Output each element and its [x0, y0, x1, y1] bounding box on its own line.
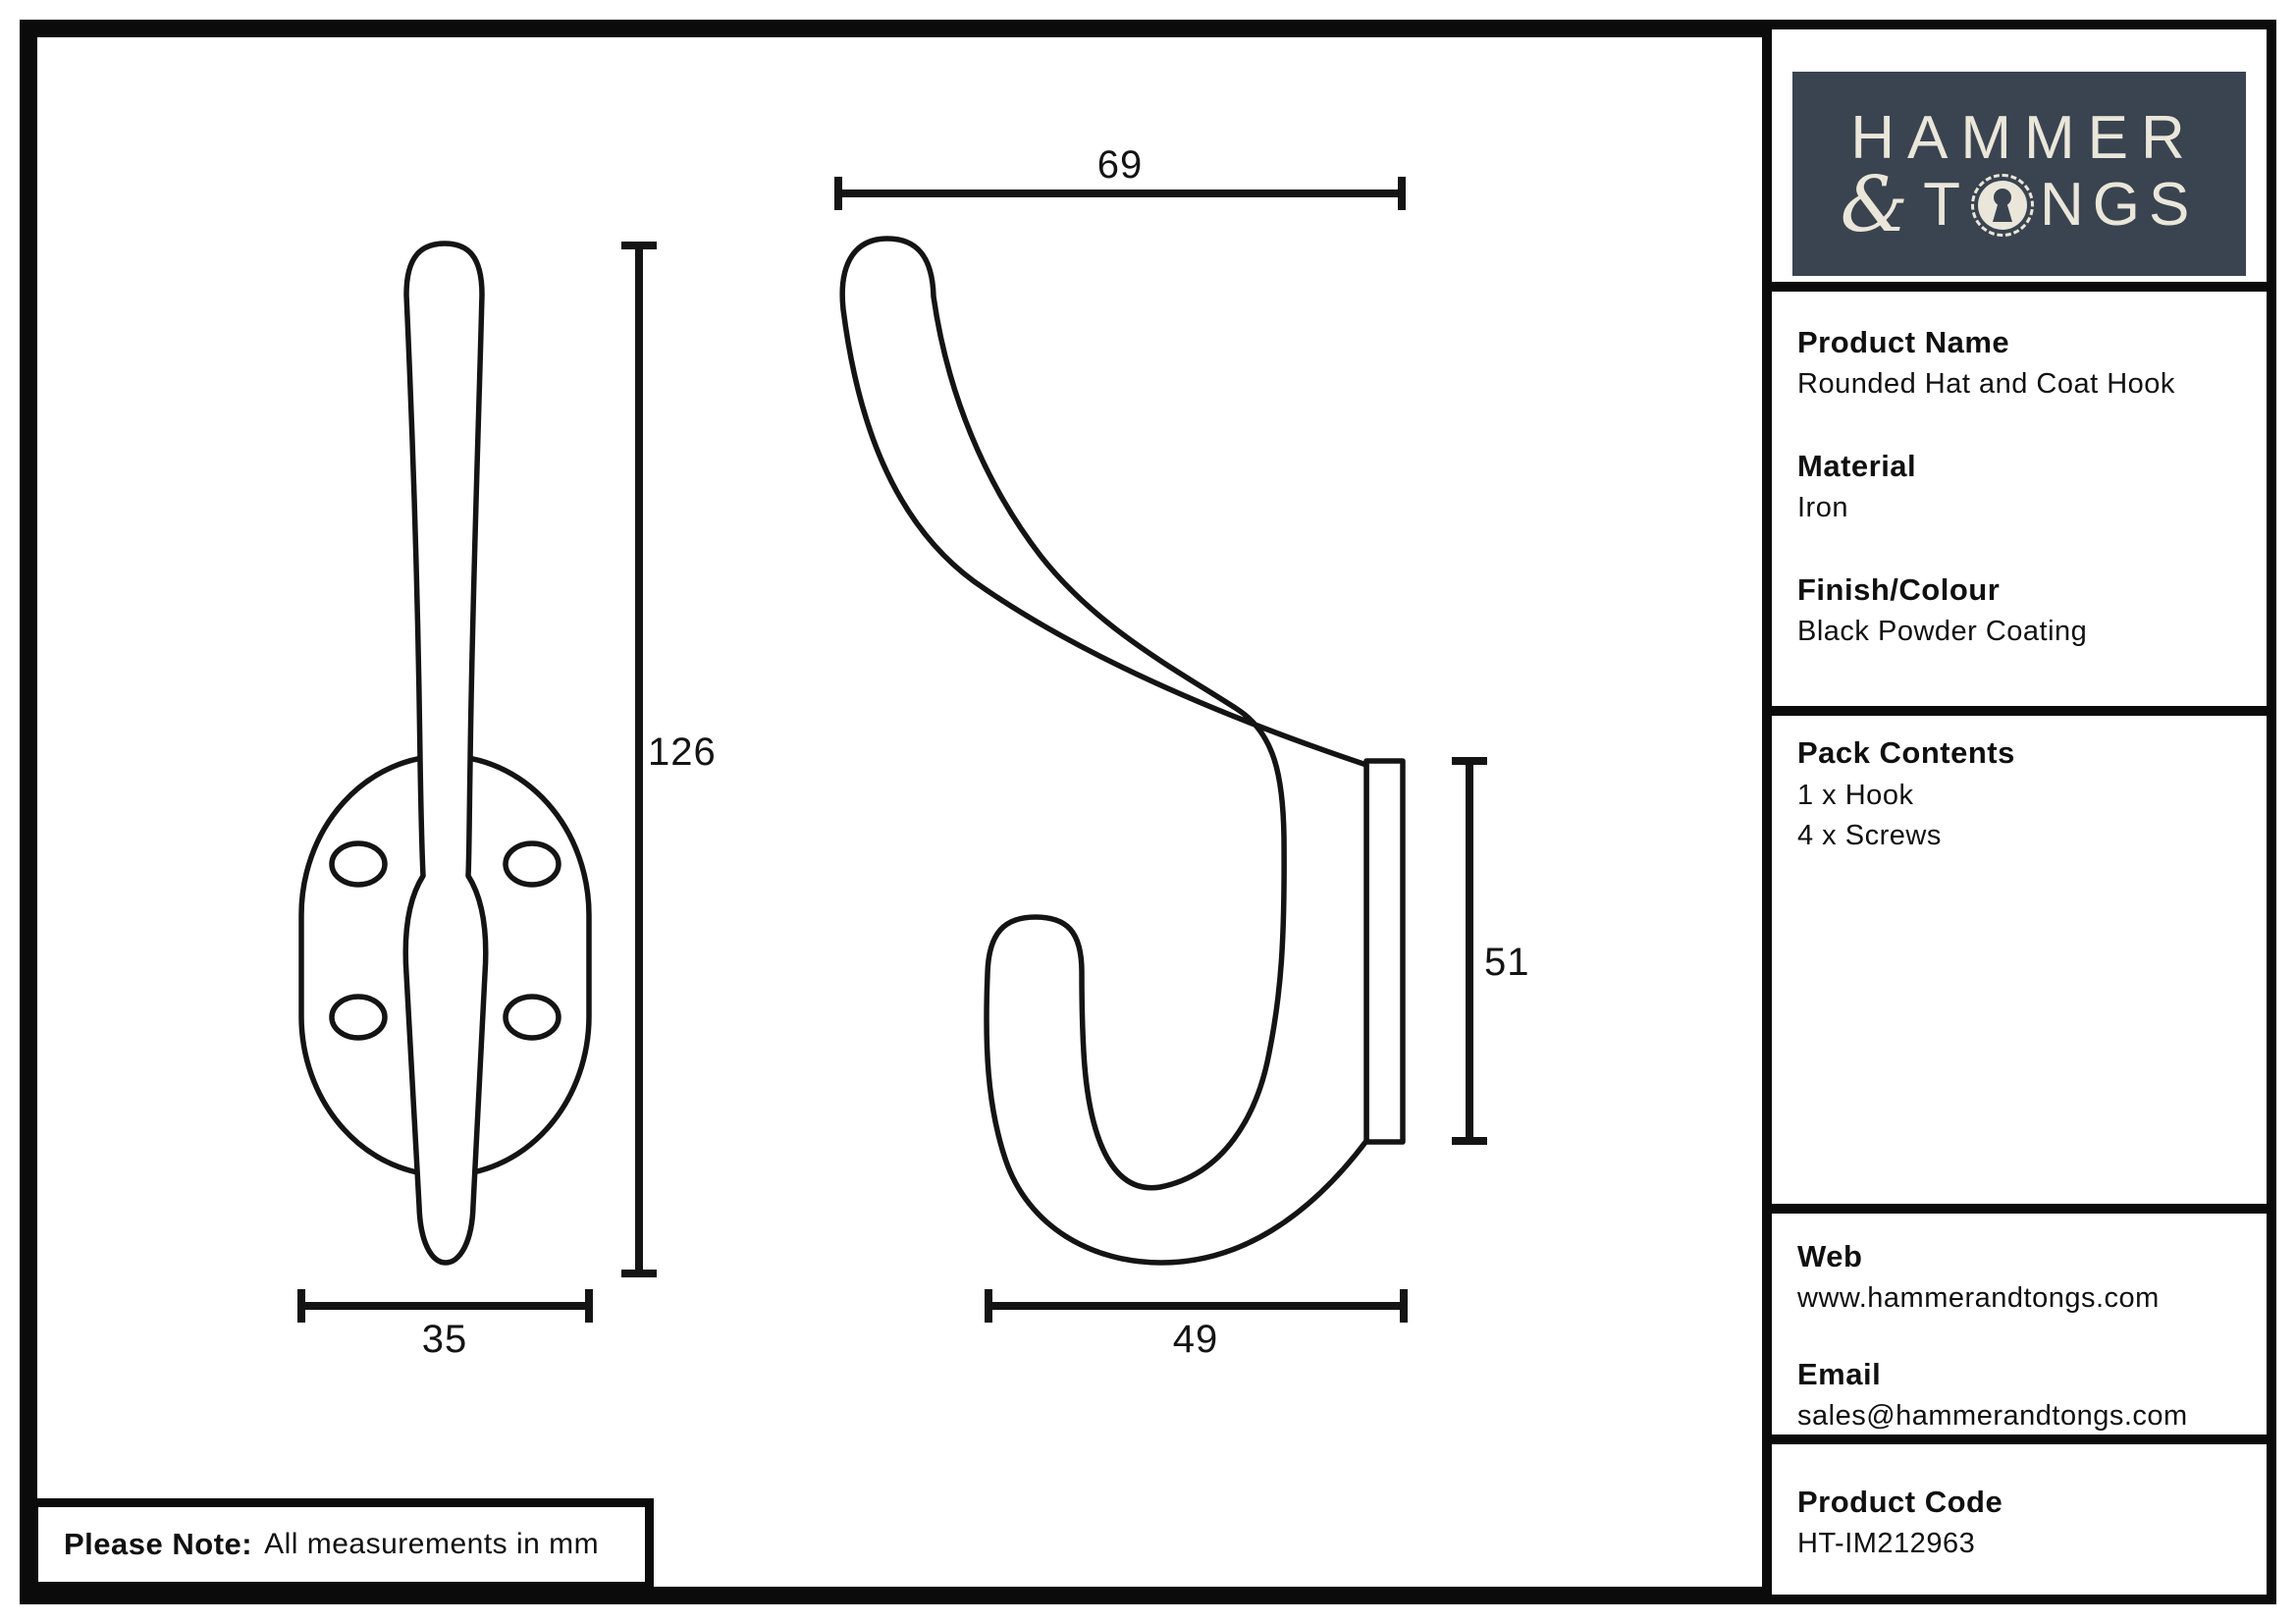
web-label: Web: [1797, 1239, 1863, 1273]
logo-box: HAMMER & T NGS: [1762, 20, 2276, 292]
logo-ngs: NGS: [2039, 171, 2199, 239]
logo-word-hammer: HAMMER: [1850, 104, 2198, 172]
side-view: [839, 236, 1406, 1266]
product-code-label: Product Code: [1797, 1485, 2003, 1519]
keyhole-icon: [1970, 174, 2034, 237]
screw-hole-top-right: [503, 840, 561, 888]
logo-t: T: [1923, 171, 1969, 239]
contact-box: Web www.hammerandtongs.com Email sales@h…: [1762, 1204, 2276, 1444]
dim-label-hook-depth: 49: [1172, 1318, 1219, 1361]
keyhole-stem: [1992, 200, 2012, 222]
finish-label: Finish/Colour: [1797, 572, 2001, 607]
dim-label-side-depth: 69: [1096, 143, 1144, 187]
pack-item-screws: 4 x Screws: [1797, 820, 1942, 851]
side-wallplate: [1363, 758, 1406, 1145]
keyhole-hole: [1993, 189, 2011, 206]
screw-hole-bottom-left: [329, 994, 388, 1041]
product-name-value: Rounded Hat and Coat Hook: [1797, 368, 2175, 400]
screw-hole-bottom-right: [503, 994, 561, 1041]
dim-line-49: [985, 1289, 1408, 1323]
dim-label-plate-height: 51: [1484, 941, 1530, 984]
product-code-box: Product Code HT-IM212963: [1762, 1435, 2276, 1604]
product-code-value: HT-IM212963: [1797, 1528, 1976, 1559]
pack-contents-box: Pack Contents 1 x Hook 4 x Screws: [1762, 706, 2276, 1214]
logo-word-tongs: & T NGS: [1840, 161, 2199, 249]
side-hook-profile: [839, 236, 1369, 1266]
dim-label-front-width: 35: [421, 1318, 468, 1361]
note-bold-text: Please Note:: [64, 1527, 253, 1561]
front-view: [298, 241, 592, 1266]
finish-value: Black Powder Coating: [1797, 616, 2088, 647]
product-info-box: Product Name Rounded Hat and Coat Hook M…: [1762, 282, 2276, 716]
screw-hole-top-left: [329, 840, 388, 888]
email-label: Email: [1797, 1357, 1882, 1391]
email-value: sales@hammerandtongs.com: [1797, 1400, 2188, 1432]
front-hook-arm: [402, 241, 489, 1266]
dim-label-front-height: 126: [648, 731, 717, 774]
keyhole-disc: [1977, 181, 2027, 230]
pack-contents-label: Pack Contents: [1797, 735, 2015, 770]
product-name-label: Product Name: [1797, 325, 2010, 359]
dim-line-35: [297, 1289, 593, 1323]
web-value: www.hammerandtongs.com: [1797, 1282, 2160, 1314]
logo-ampersand: &: [1840, 161, 1918, 249]
pack-item-hook: 1 x Hook: [1797, 780, 1914, 811]
material-label: Material: [1797, 449, 1917, 483]
material-value: Iron: [1797, 492, 1848, 523]
brand-logo: HAMMER & T NGS: [1792, 72, 2246, 276]
dim-line-126: [621, 242, 657, 1277]
dim-line-69: [834, 177, 1406, 210]
note-box: Please Note: All measurements in mm: [29, 1498, 654, 1591]
dim-line-51: [1452, 757, 1487, 1145]
note-plain-text: All measurements in mm: [264, 1528, 600, 1560]
